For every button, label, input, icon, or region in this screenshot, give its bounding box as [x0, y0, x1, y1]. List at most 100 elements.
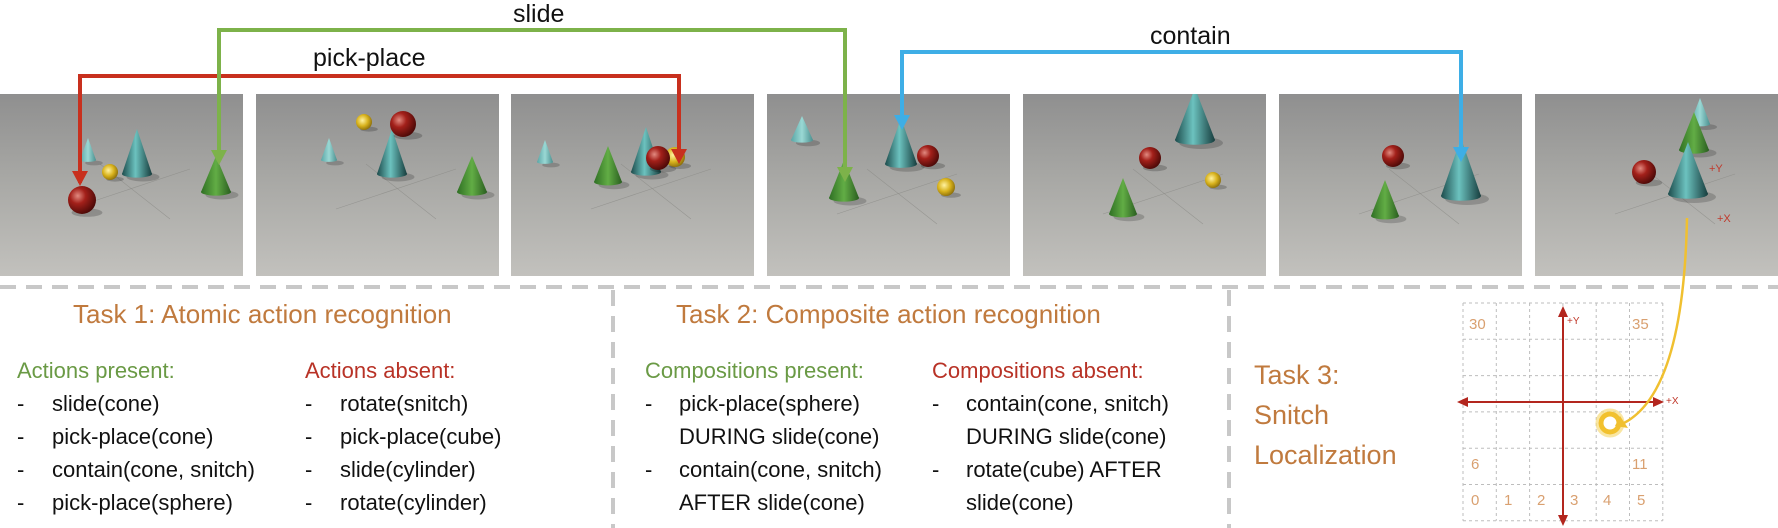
scene-render: [511, 94, 754, 276]
scene-background: [1535, 94, 1778, 276]
scene-frame-3: [511, 94, 754, 276]
task2-present-dash-2: -: [645, 457, 653, 482]
task2-absent-line-3: rotate(cube) AFTER: [966, 457, 1162, 482]
grid-cell-label-6: 6: [1471, 456, 1480, 473]
task1-absent-dash-3: -: [305, 457, 313, 482]
grid-axis-x-label: +X: [1666, 396, 1679, 407]
teal-cone: [885, 118, 917, 164]
task1-absent-dash-2: -: [305, 424, 313, 449]
cyan-cone: [537, 140, 553, 162]
cyan-cone-base: [537, 160, 553, 164]
task1-title: Task 1: Atomic action recognition: [73, 299, 452, 329]
teal-cone: [377, 129, 407, 174]
task2-absent-dash-1: -: [932, 391, 940, 416]
green-cone: [594, 146, 622, 182]
green-cone-base: [594, 178, 622, 186]
green-cone: [1109, 178, 1137, 214]
grid-y-axis-arrow-top: [1558, 306, 1568, 317]
grid-cell-label-11: 11: [1632, 456, 1648, 473]
frame7-x-label: +X: [1717, 213, 1731, 225]
grid-cell-label-35: 35: [1632, 316, 1649, 333]
task2-title: Task 2: Composite action recognition: [676, 299, 1101, 329]
cyan-cone: [80, 138, 96, 160]
slide-label: slide: [513, 0, 565, 28]
pick-place-label: pick-place: [313, 44, 426, 72]
task1-absent-dash-4: -: [305, 490, 313, 515]
task2-present-line-3: contain(cone, snitch): [679, 457, 882, 482]
task1-absent-item-3: slide(cylinder): [340, 457, 476, 482]
task2-absent-heading: Compositions absent:: [932, 358, 1144, 383]
snitch: [102, 164, 118, 180]
task1-absent-dash-1: -: [305, 391, 313, 416]
teal-cone: [1668, 142, 1708, 194]
task1-absent-heading: Actions absent:: [305, 358, 456, 383]
scene-background: [511, 94, 754, 276]
floor-axis-line: [1132, 168, 1204, 225]
scene-render: [1023, 94, 1266, 276]
teal-cone-base: [122, 170, 152, 178]
grid-cell-label-5: 5: [1637, 492, 1646, 509]
grid-axis-y-label: +Y: [1567, 316, 1580, 327]
grid-cell-label-4: 4: [1603, 492, 1612, 509]
red-sphere: [1382, 145, 1404, 167]
grid-y-axis-arrow-bottom: [1558, 515, 1568, 526]
task2-present-heading: Compositions present:: [645, 358, 864, 383]
scene-render: [1535, 94, 1778, 276]
cyan-cone: [321, 138, 337, 160]
teal-cone-base: [1668, 189, 1708, 199]
red-sphere: [68, 186, 96, 214]
contain-arrow: [900, 50, 1463, 148]
task1-present-dash-2: -: [17, 424, 25, 449]
floor-axis-line: [836, 173, 958, 215]
green-cone: [1371, 180, 1399, 216]
scene-frame-1: [0, 94, 243, 276]
teal-cone: [1441, 138, 1481, 196]
slide-arrow: [217, 28, 847, 168]
scene-render: [256, 94, 499, 276]
red-sphere: [1632, 160, 1656, 184]
slide-arrowhead-left: [211, 150, 227, 165]
pick-place-arrow: [78, 74, 681, 183]
snitch: [356, 114, 372, 130]
floor-axis-line: [866, 168, 938, 225]
task1-present-item-1: slide(cone): [52, 391, 160, 416]
scene-frame-6: [1279, 94, 1522, 276]
scene-render: [767, 94, 1010, 276]
task2-present-dash-1: -: [645, 391, 653, 416]
scene-render: [1279, 94, 1522, 276]
red-sphere: [1139, 147, 1161, 169]
contain-arrowhead-right: [1453, 147, 1469, 162]
task2-absent-line-4: slide(cone): [966, 490, 1074, 515]
task2-absent-dash-2: -: [932, 457, 940, 482]
grid-cell-label-30: 30: [1469, 316, 1486, 333]
task1-present-dash-4: -: [17, 490, 25, 515]
task1-present-item-2: pick-place(cone): [52, 424, 214, 449]
red-sphere: [646, 146, 670, 170]
task1-absent-item-2: pick-place(cube): [340, 424, 502, 449]
scene-background: [1023, 94, 1266, 276]
teal-cone: [122, 129, 152, 174]
teal-cone-base: [1175, 135, 1215, 145]
snitch-location-marker: [1598, 411, 1622, 435]
grid-cell-label-2: 2: [1537, 492, 1546, 509]
task2-absent-line-2: DURING slide(cone): [966, 424, 1167, 449]
snitch: [1205, 172, 1221, 188]
scene-frame-4: [767, 94, 1010, 276]
scene-frame-7: [1535, 94, 1778, 276]
task1-present-item-3: contain(cone, snitch): [52, 457, 255, 482]
cyan-cone: [791, 116, 813, 140]
pick-place-arrowhead-right: [671, 149, 687, 164]
scene-background: [1279, 94, 1522, 276]
scene-render: [0, 94, 243, 276]
scene-frame-5: [1023, 94, 1266, 276]
teal-cone-base: [1441, 191, 1481, 201]
task2-present-line-2: DURING slide(cone): [679, 424, 880, 449]
green-cone-base: [1371, 212, 1399, 220]
floor-axis-line: [1388, 168, 1460, 225]
floor-axis-line: [335, 168, 457, 210]
grid-cell-label-0: 0: [1471, 492, 1480, 509]
scene-frame-2: [256, 94, 499, 276]
task1-absent-item-4: rotate(cylinder): [340, 490, 487, 515]
green-cone: [1679, 112, 1709, 150]
